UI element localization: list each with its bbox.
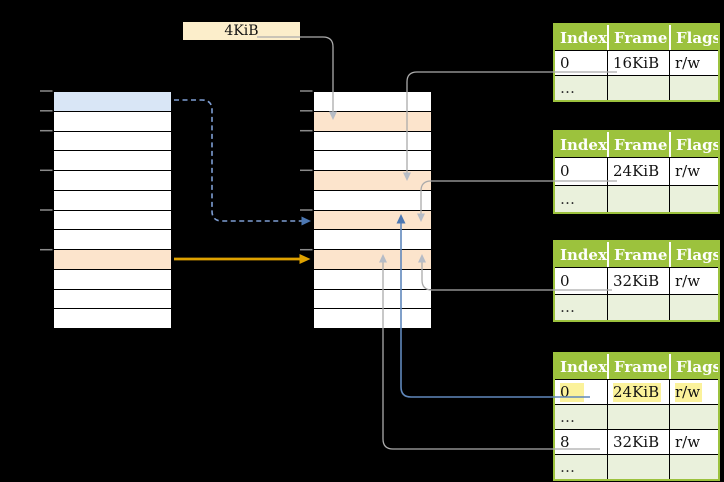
memory-row	[314, 230, 431, 250]
table-cell	[669, 294, 718, 320]
column-header: Flags	[669, 132, 718, 157]
memory-row	[54, 210, 171, 231]
column-header: Flags	[669, 354, 718, 379]
table-cell: 24KiB	[607, 158, 669, 185]
table-row: …	[555, 454, 718, 479]
table-cell: r/w	[669, 380, 718, 404]
memory-row	[314, 289, 431, 310]
column-header: Frame	[607, 25, 669, 50]
memory-row	[54, 309, 171, 328]
column-header: Flags	[669, 25, 718, 50]
table-cell: …	[555, 455, 607, 479]
memory-row	[54, 92, 171, 112]
table-cell	[607, 76, 669, 100]
memory-row	[314, 210, 431, 231]
memory-row	[314, 171, 431, 191]
memory-row	[54, 289, 171, 310]
memory-row	[54, 230, 171, 250]
table-cell: 32KiB	[607, 430, 669, 454]
table-cell: 0	[560, 162, 570, 181]
memory-row	[54, 131, 171, 152]
table-cell: 24KiB	[607, 380, 669, 404]
table-cell	[607, 405, 669, 429]
table-cell	[607, 185, 669, 212]
table-row: 0 24KiB r/w	[555, 379, 718, 404]
table-cell: 0	[555, 380, 607, 404]
table-cell	[669, 185, 718, 212]
column-header: Index	[560, 357, 607, 376]
table-cell: …	[555, 185, 607, 212]
table-cell: r/w	[669, 51, 718, 75]
memory-row	[54, 269, 171, 290]
highlighted-value: 24KiB	[613, 382, 662, 402]
highlighted-value: 0	[560, 382, 584, 402]
table-row: …	[555, 184, 718, 212]
column-header: Index	[560, 245, 607, 264]
table-row: …	[555, 75, 718, 100]
virtual-memory-column	[53, 91, 172, 329]
table-cell	[607, 455, 669, 479]
table-cell: r/w	[669, 430, 718, 454]
column-header: Frame	[607, 242, 669, 267]
column-header: Index	[560, 135, 607, 154]
page-size-label-text: 4KiB	[224, 23, 259, 39]
memory-row	[54, 111, 171, 132]
table-cell	[669, 76, 718, 100]
column-header: Flags	[669, 242, 718, 267]
memory-row	[314, 309, 431, 328]
table-cell: 0	[560, 54, 570, 72]
page-size-label: 4KiB	[183, 22, 300, 40]
memory-row	[314, 92, 431, 112]
table-cell: 0	[560, 271, 570, 290]
memory-row	[314, 269, 431, 290]
table-cell	[607, 294, 669, 320]
table-row: …	[555, 404, 718, 429]
memory-row	[314, 131, 431, 152]
memory-row	[314, 250, 431, 270]
table-cell	[669, 455, 718, 479]
table-cell: …	[555, 76, 607, 100]
memory-row	[54, 250, 171, 270]
table-cell: r/w	[669, 268, 718, 294]
memory-row	[54, 190, 171, 211]
table-cell	[669, 405, 718, 429]
table-cell: r/w	[669, 158, 718, 185]
memory-row	[54, 171, 171, 191]
column-header: Frame	[607, 354, 669, 379]
table-cell: …	[555, 405, 607, 429]
column-header: Frame	[607, 132, 669, 157]
memory-row	[314, 111, 431, 132]
table-cell: 8	[560, 433, 570, 451]
physical-memory-column	[313, 91, 432, 329]
arrow-virtual-page-to-frame-dashed	[174, 99, 311, 226]
table-row: …	[555, 293, 718, 320]
table-cell: 16KiB	[607, 51, 669, 75]
table-cell: 32KiB	[607, 268, 669, 294]
table-cell: …	[555, 294, 607, 320]
highlighted-value: r/w	[675, 382, 703, 402]
memory-row	[54, 151, 171, 171]
memory-row	[314, 151, 431, 171]
memory-row	[314, 190, 431, 211]
column-header: Index	[560, 28, 607, 47]
